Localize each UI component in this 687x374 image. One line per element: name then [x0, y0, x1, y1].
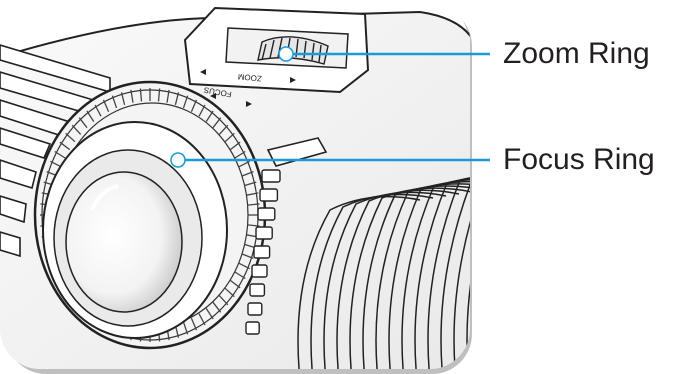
panel-button — [254, 246, 270, 258]
zoom-callout-dot — [279, 47, 293, 61]
panel-button — [250, 284, 264, 296]
zoom-ring-label: Zoom Ring — [503, 37, 650, 71]
panel-button — [258, 208, 275, 220]
focus-callout-dot — [171, 153, 185, 167]
panel-button — [252, 265, 267, 277]
panel-button — [256, 227, 272, 239]
panel-button — [262, 170, 280, 182]
lens-assembly — [35, 82, 265, 348]
focus-ring-label: Focus Ring — [503, 143, 655, 177]
panel-button — [260, 189, 277, 201]
panel-button — [248, 303, 262, 315]
grille-slat — [454, 170, 576, 374]
panel-button — [246, 322, 259, 334]
grille-slat — [467, 168, 589, 374]
